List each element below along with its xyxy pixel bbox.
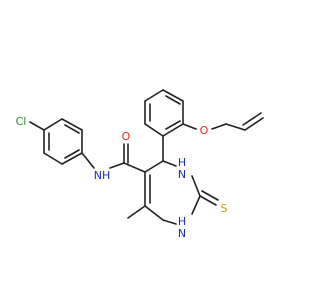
atom-o-ether: O bbox=[200, 124, 209, 137]
bond bbox=[43, 152, 63, 165]
atom-nh-amide: NH bbox=[94, 169, 111, 182]
bonds bbox=[29, 89, 264, 225]
bond bbox=[191, 195, 201, 215]
bond bbox=[123, 162, 146, 173]
bond bbox=[29, 121, 45, 131]
atom-n-ring-bottom: N bbox=[178, 227, 186, 240]
bond bbox=[165, 95, 181, 105]
bond bbox=[64, 124, 80, 134]
bond bbox=[162, 123, 184, 137]
bond bbox=[144, 89, 164, 102]
bond bbox=[144, 205, 164, 221]
bond bbox=[191, 175, 201, 197]
bond bbox=[64, 149, 80, 159]
atom-o-carbonyl: O bbox=[122, 130, 131, 143]
atom-labels: Cl NH O O H N H N S bbox=[16, 115, 228, 240]
bond bbox=[144, 160, 164, 173]
bond bbox=[162, 89, 184, 102]
bond bbox=[162, 219, 177, 225]
bond bbox=[61, 118, 83, 131]
bond bbox=[199, 195, 217, 206]
bond bbox=[201, 190, 219, 201]
bond bbox=[162, 160, 177, 167]
bond bbox=[61, 152, 83, 165]
bond bbox=[244, 117, 264, 131]
bond bbox=[242, 112, 262, 126]
bond bbox=[127, 205, 146, 219]
atom-s-thione: S bbox=[221, 202, 228, 215]
bond bbox=[225, 123, 246, 131]
atom-cl: Cl bbox=[16, 115, 27, 128]
atom-h-ring-bottom: H bbox=[178, 215, 186, 228]
bond bbox=[165, 120, 181, 130]
atom-h-ring-top: H bbox=[178, 156, 186, 169]
bond bbox=[211, 123, 227, 130]
bond bbox=[144, 123, 164, 137]
bond bbox=[81, 152, 95, 169]
bond bbox=[43, 118, 63, 131]
atom-n-ring-top: N bbox=[178, 168, 186, 181]
molecule-structure: Cl NH O O H N H N S bbox=[16, 89, 264, 240]
bond bbox=[109, 162, 125, 169]
bond bbox=[182, 123, 197, 130]
